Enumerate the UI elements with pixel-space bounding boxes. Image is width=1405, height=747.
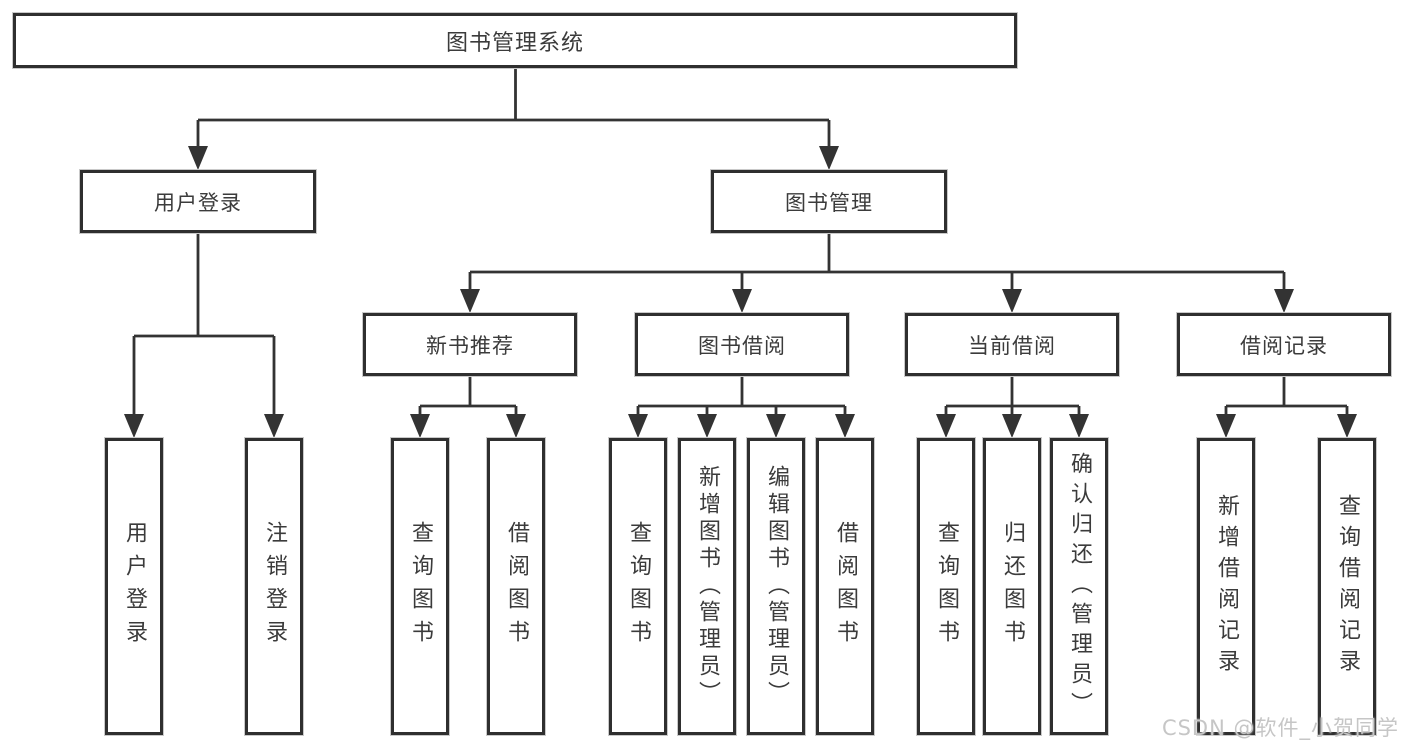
arrow-down-icon xyxy=(1274,289,1294,313)
arrow-down-icon xyxy=(732,289,752,313)
leaf-user-login: 用户登录 xyxy=(105,438,163,735)
leaf-label: 查询借阅记录 xyxy=(1335,493,1360,680)
arrow-down-icon xyxy=(410,414,430,438)
arrow-down-icon xyxy=(1002,289,1022,313)
leaf-label: 查询图书 xyxy=(934,520,959,653)
arrow-down-icon xyxy=(1069,414,1089,438)
node-book-management: 图书管理 xyxy=(711,170,947,233)
leaf-label: 新增借阅记录 xyxy=(1214,493,1239,680)
connector-root-to-level2 xyxy=(196,68,831,152)
leaf-query-book: 查询图书 xyxy=(609,438,667,735)
leaf-add-book-admin: 新增图书（管理员） xyxy=(678,438,736,735)
arrow-down-icon xyxy=(506,414,526,438)
arrow-down-icon xyxy=(766,414,786,438)
connector-book-borrow-children xyxy=(636,376,847,420)
arrow-down-icon xyxy=(264,414,284,438)
arrow-down-icon xyxy=(628,414,648,438)
connector-borrow-record-children xyxy=(1224,376,1349,420)
node-current-borrow: 当前借阅 xyxy=(905,313,1119,376)
leaf-label: 查询图书 xyxy=(626,520,651,653)
leaf-label: 确认归还（管理员） xyxy=(1067,451,1092,722)
leaf-edit-book-admin: 编辑图书（管理员） xyxy=(747,438,805,735)
leaf-label: 注销登录 xyxy=(262,520,287,653)
arrow-down-icon xyxy=(1216,414,1236,438)
node-new-book-recommend: 新书推荐 xyxy=(363,313,577,376)
arrow-down-icon xyxy=(819,146,839,170)
arrow-down-icon xyxy=(835,414,855,438)
connector-new-book-children xyxy=(418,376,518,420)
arrow-down-icon xyxy=(936,414,956,438)
node-borrow-record: 借阅记录 xyxy=(1177,313,1391,376)
leaf-label: 借阅图书 xyxy=(833,520,858,653)
node-book-borrow: 图书借阅 xyxy=(635,313,849,376)
arrow-down-icon xyxy=(124,414,144,438)
arrow-down-icon xyxy=(1337,414,1357,438)
arrow-down-icon xyxy=(460,289,480,313)
leaf-return-book: 归还图书 xyxy=(983,438,1041,735)
arrow-down-icon xyxy=(697,414,717,438)
leaf-query-borrow-record: 查询借阅记录 xyxy=(1318,438,1376,735)
arrow-down-icon xyxy=(188,146,208,170)
leaf-label: 查询图书 xyxy=(408,520,433,653)
leaf-borrow-book: 借阅图书 xyxy=(487,438,545,735)
node-user-login: 用户登录 xyxy=(80,170,316,233)
connector-current-borrow-children xyxy=(944,376,1081,420)
leaf-query-book: 查询图书 xyxy=(917,438,975,735)
leaf-label: 编辑图书（管理员） xyxy=(764,465,789,708)
leaf-label: 用户登录 xyxy=(122,520,147,653)
connector-user-login-children xyxy=(132,233,276,420)
leaf-label: 借阅图书 xyxy=(504,520,529,653)
connector-book-mgmt-to-level3 xyxy=(468,233,1286,295)
leaf-label: 归还图书 xyxy=(1000,520,1025,653)
node-library-management-system: 图书管理系统 xyxy=(13,13,1017,68)
leaf-label: 新增图书（管理员） xyxy=(695,465,720,708)
leaf-add-borrow-record: 新增借阅记录 xyxy=(1197,438,1255,735)
leaf-confirm-return-admin: 确认归还（管理员） xyxy=(1050,438,1108,735)
leaf-query-book: 查询图书 xyxy=(391,438,449,735)
leaf-borrow-book: 借阅图书 xyxy=(816,438,874,735)
leaf-logout: 注销登录 xyxy=(245,438,303,735)
arrow-down-icon xyxy=(1002,414,1022,438)
csdn-watermark: CSDN @软件_小贺同学 xyxy=(1161,716,1399,740)
